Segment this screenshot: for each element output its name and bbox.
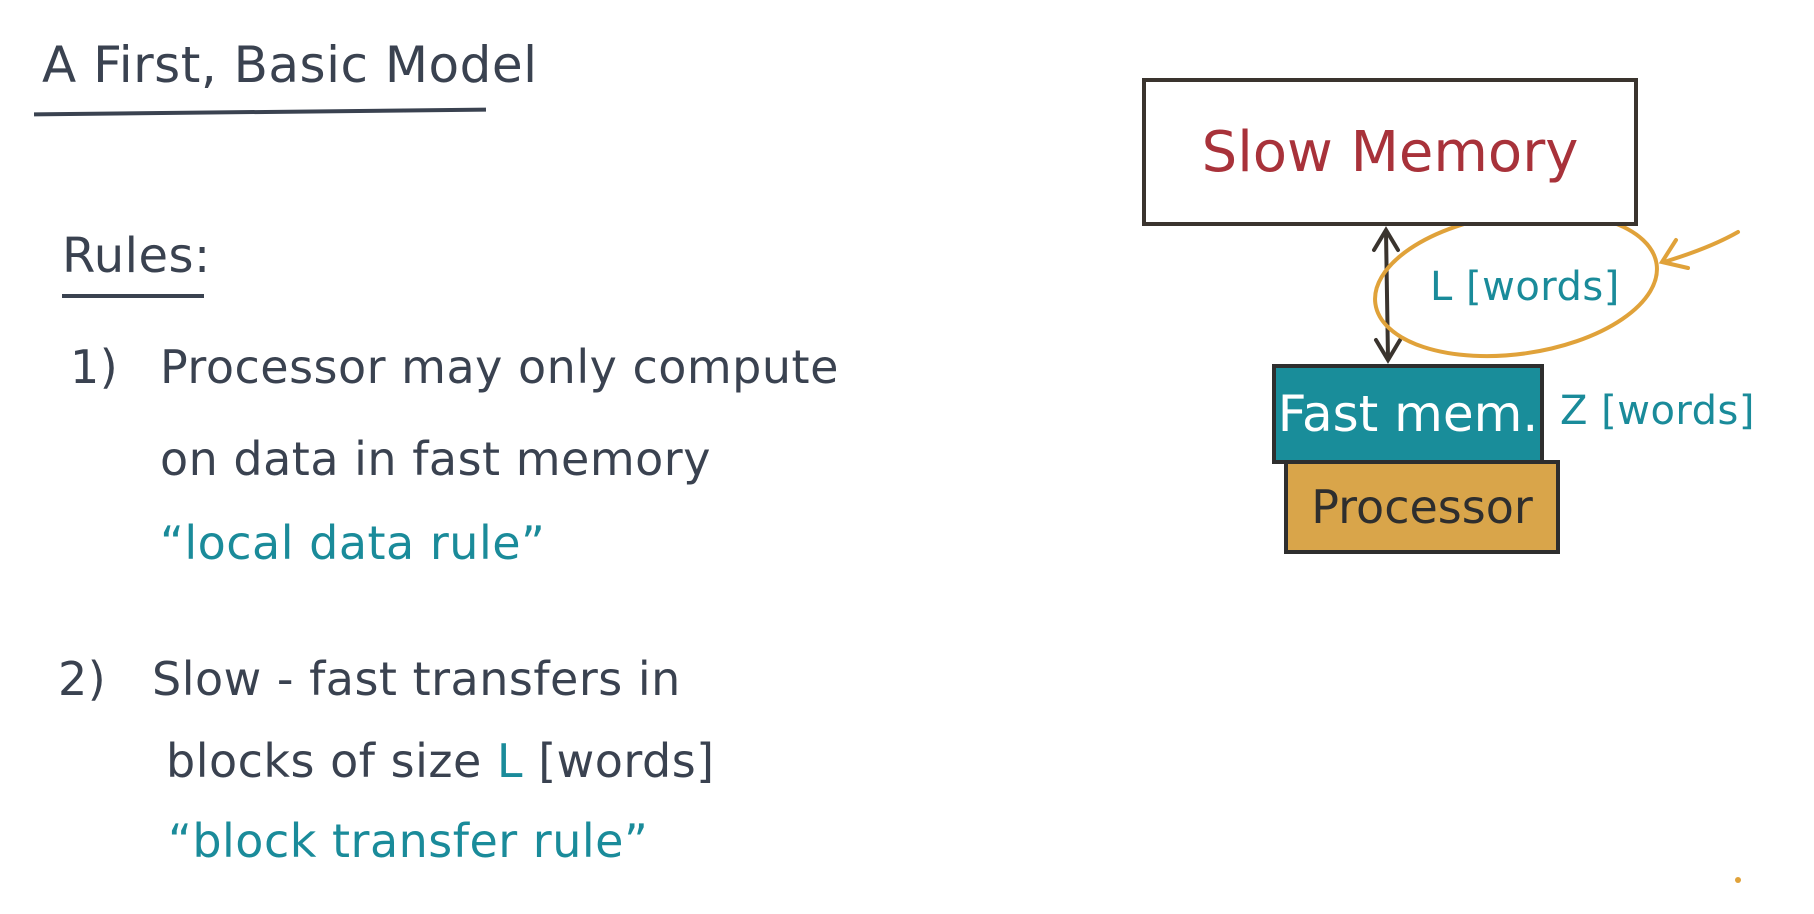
rule-2-line-2: blocks of size L [words] bbox=[166, 734, 715, 788]
fast-memory-label: Fast mem. bbox=[1277, 385, 1539, 443]
rule-2-name: “block transfer rule” bbox=[168, 814, 649, 868]
rule-2-number: 2) bbox=[58, 652, 107, 706]
transfer-arrow bbox=[1372, 226, 1402, 364]
rule-1-line-1: Processor may only compute bbox=[160, 340, 839, 394]
rule-2-line-1: Slow - fast transfers in bbox=[152, 652, 681, 706]
highlight-arrow bbox=[1658, 230, 1740, 270]
rule-2-line-2-L: L bbox=[496, 734, 524, 788]
stray-dot bbox=[1735, 877, 1741, 883]
rule-2-line-2-prefix: blocks of size bbox=[166, 734, 482, 788]
fast-memory-box: Fast mem. bbox=[1272, 364, 1544, 464]
fast-memory-size-label: Z [words] bbox=[1560, 388, 1755, 434]
page-title: A First, Basic Model bbox=[42, 36, 538, 94]
processor-box: Processor bbox=[1284, 460, 1560, 554]
transfer-size-label: L [words] bbox=[1430, 264, 1620, 310]
rule-1-name: “local data rule” bbox=[160, 516, 546, 570]
rule-1-number: 1) bbox=[70, 340, 119, 394]
rules-underline bbox=[62, 294, 204, 298]
slow-memory-label: Slow Memory bbox=[1201, 119, 1579, 185]
processor-label: Processor bbox=[1311, 480, 1533, 534]
rule-1-line-2: on data in fast memory bbox=[160, 432, 711, 486]
slow-memory-box: Slow Memory bbox=[1142, 78, 1638, 226]
rule-2-line-2-suffix: [words] bbox=[538, 734, 715, 788]
rules-heading: Rules: bbox=[62, 228, 211, 284]
title-underline bbox=[33, 107, 487, 117]
